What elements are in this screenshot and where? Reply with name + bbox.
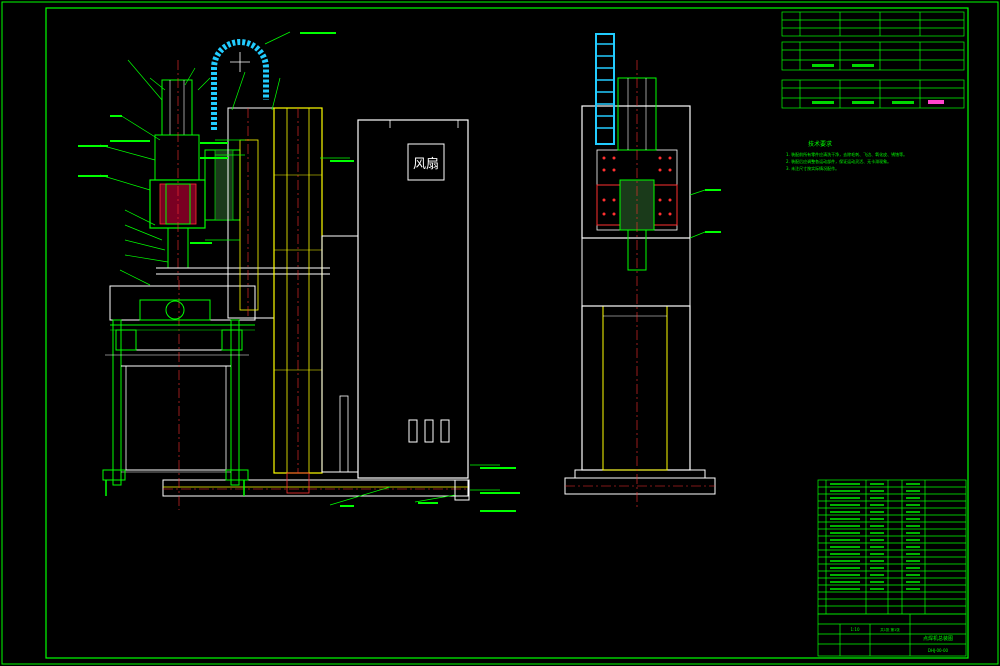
note-1: 1. 装配前所有零件应清洗干净，去除毛刺、飞边、氧化皮、锈蚀等。 bbox=[786, 151, 907, 157]
notes-title: 技术要求 bbox=[808, 140, 832, 148]
note-2: 2. 装配后应调整各运动部件，保证运动灵活、无卡滞现象。 bbox=[786, 158, 891, 164]
spec-tables bbox=[781, 11, 965, 109]
fan-cabinet-label: 风扇 bbox=[413, 156, 439, 172]
parts-list bbox=[817, 479, 967, 615]
drawing-number: DHJ-00-00 bbox=[928, 648, 949, 653]
drawing-title: 点焊机总装图 bbox=[923, 635, 953, 642]
inner-border bbox=[45, 7, 969, 659]
sheet-count: 共1张 第1张 bbox=[880, 627, 900, 632]
note-3: 3. 未注尺寸按实际情况配作。 bbox=[786, 165, 839, 171]
title-block bbox=[817, 613, 967, 657]
front-elevation-view bbox=[78, 31, 520, 512]
side-elevation-view bbox=[564, 33, 721, 510]
technical-notes: 技术要求 1. 装配前所有零件应清洗干净，去除毛刺、飞边、氧化皮、锈蚀等。 2.… bbox=[786, 140, 907, 171]
drawing-scale: 1:10 bbox=[851, 627, 860, 632]
